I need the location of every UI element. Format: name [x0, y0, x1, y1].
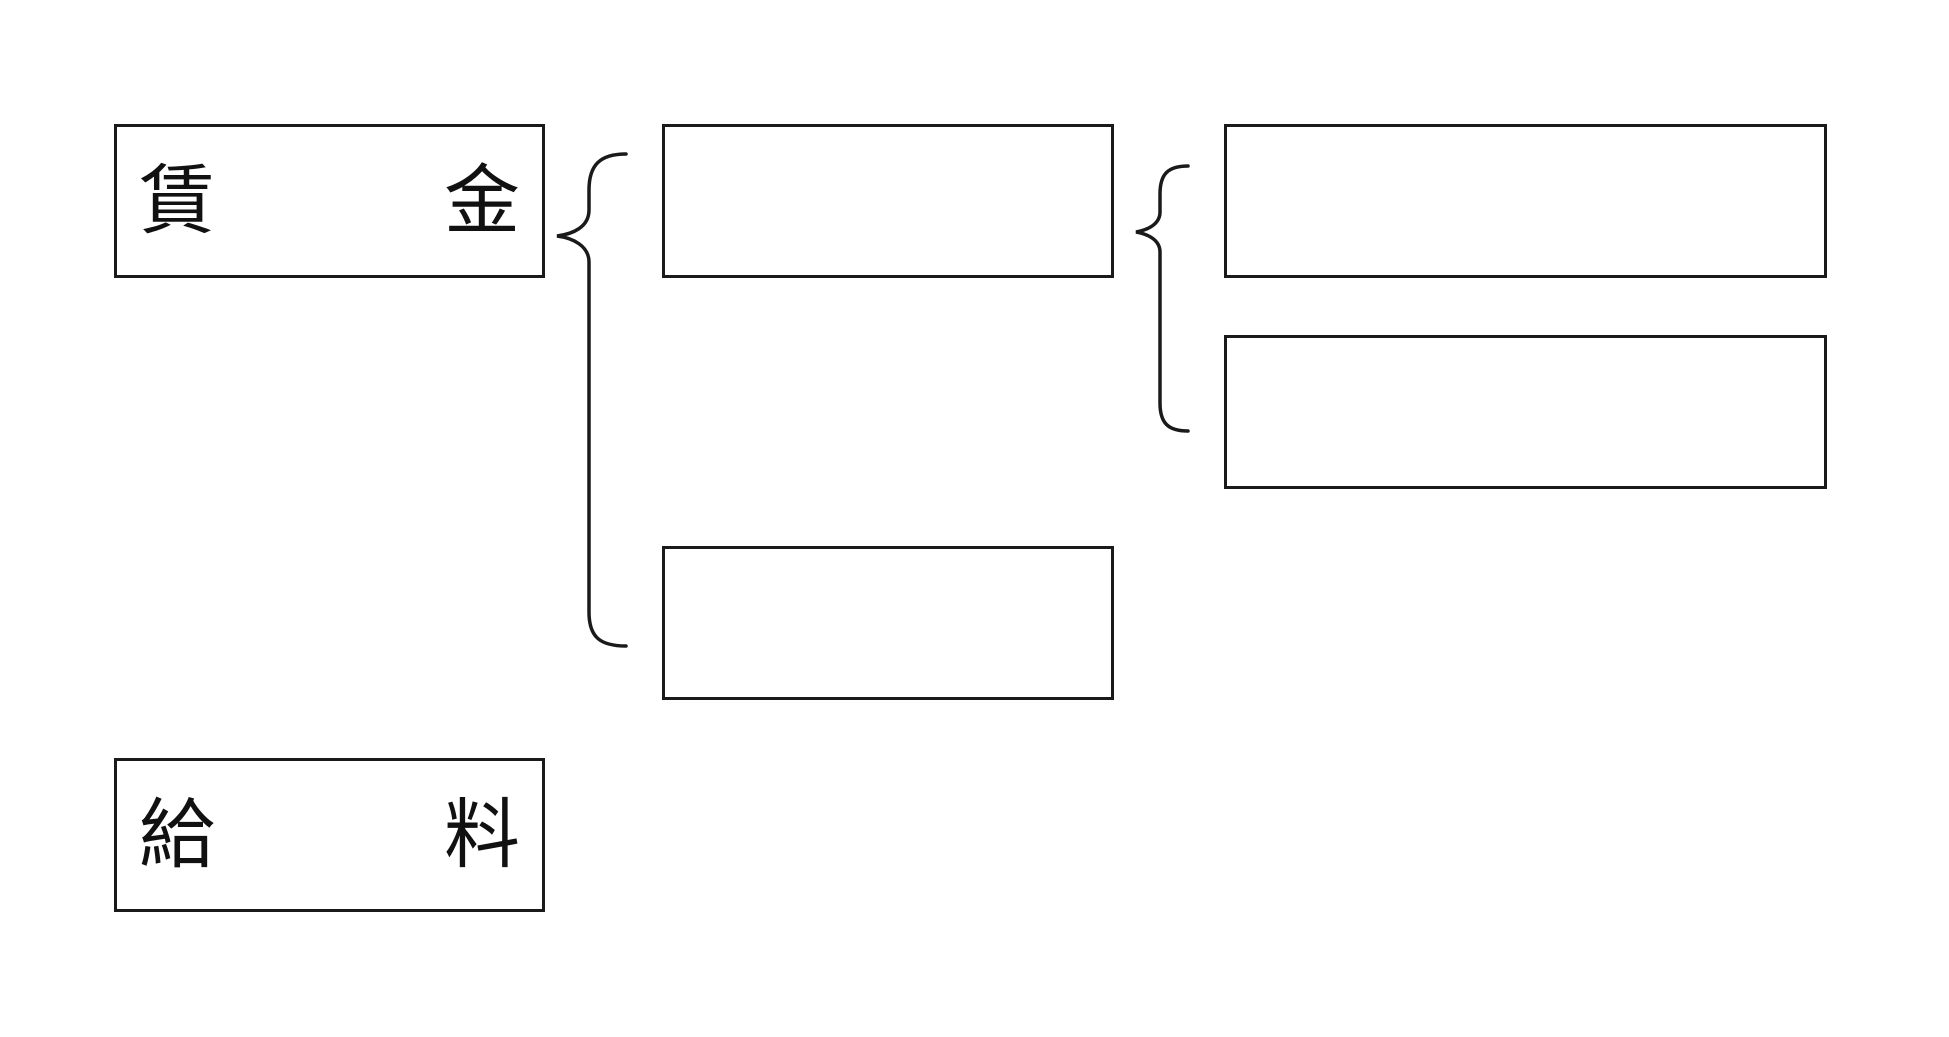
salary-box-char-left: 給 — [139, 790, 215, 879]
large-curly-brace — [556, 152, 628, 648]
middle-box-top — [662, 124, 1114, 278]
salary-box: 給 料 — [114, 758, 545, 912]
small-curly-brace — [1135, 164, 1190, 433]
wage-box: 賃 金 — [114, 124, 545, 278]
wage-box-char-left: 賃 — [139, 156, 215, 245]
right-box-bottom — [1224, 335, 1827, 489]
middle-box-bottom — [662, 546, 1114, 700]
salary-box-char-right: 料 — [444, 790, 520, 879]
right-box-top — [1224, 124, 1827, 278]
wage-box-char-right: 金 — [444, 156, 520, 245]
